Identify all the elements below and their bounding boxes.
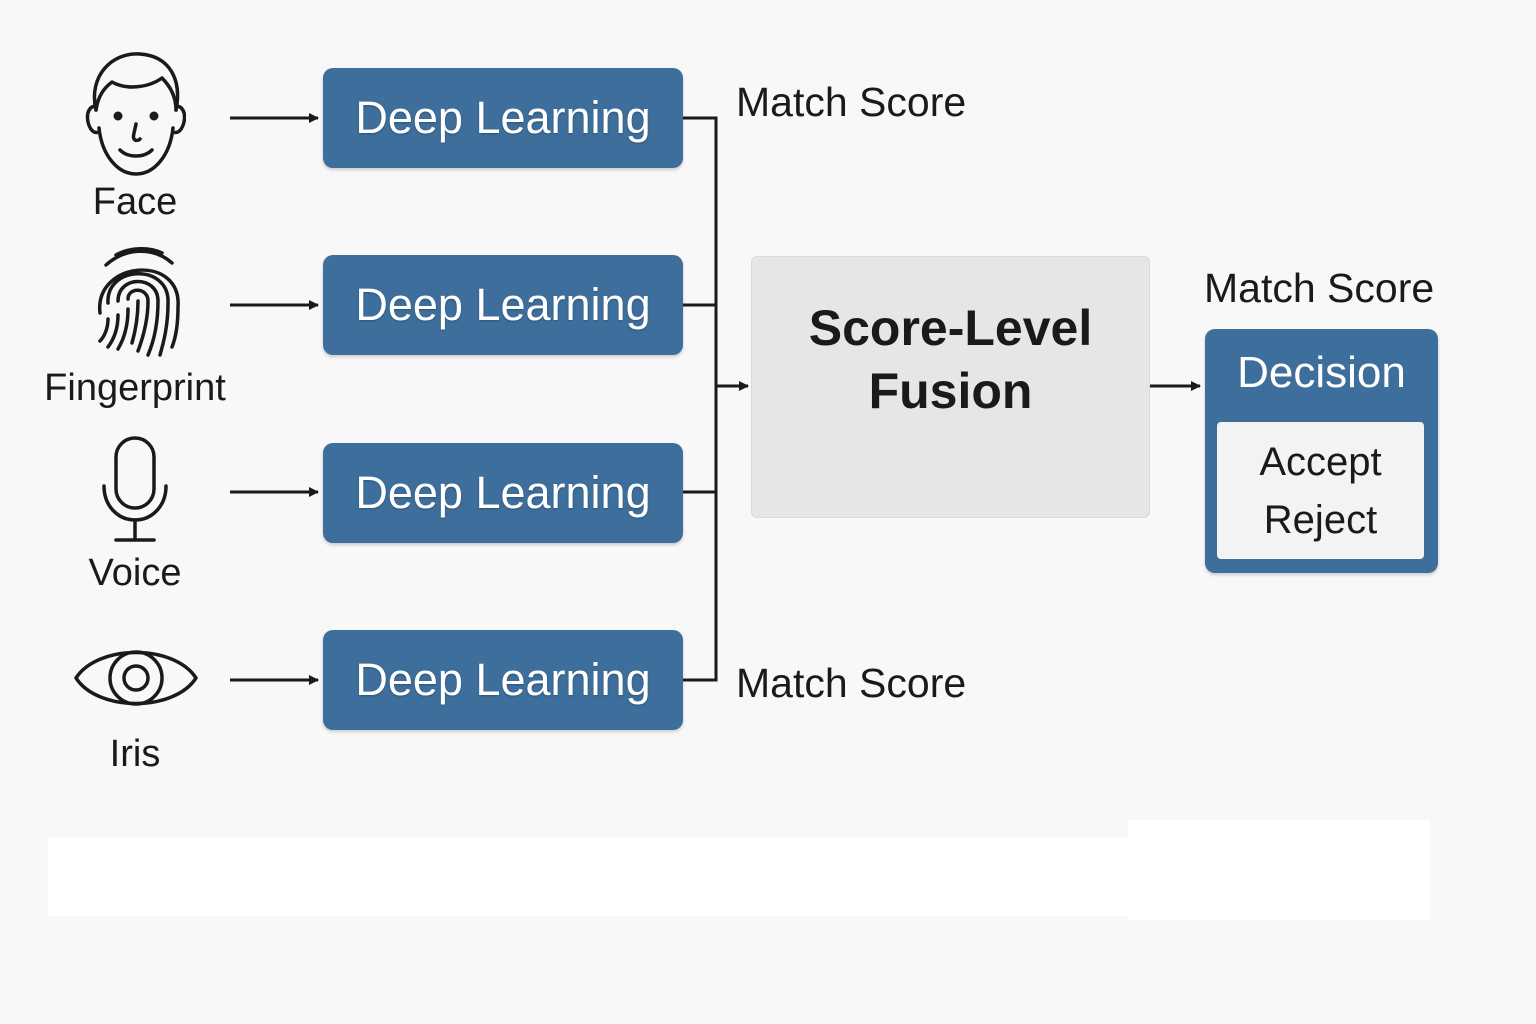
fingerprint-icon (98, 247, 180, 357)
modality-label-voice: Voice (88, 552, 182, 594)
fusion-title: Score-Level Fusion (752, 297, 1149, 423)
modality-label-fingerprint: Fingerprint (44, 367, 226, 409)
fusion-title-line1: Score-Level (808, 300, 1093, 356)
blank-caption-area-right (1128, 820, 1430, 920)
deep-learning-box-voice: Deep Learning (323, 443, 683, 543)
fusion-title-line2: Fusion (868, 363, 1033, 419)
deep-learning-box-face: Deep Learning (323, 68, 683, 168)
match-score-label-output: Match Score (1204, 265, 1435, 311)
match-score-label-top: Match Score (736, 79, 967, 125)
option-reject: Reject (1263, 498, 1378, 542)
microphone-icon (102, 436, 168, 542)
score-level-fusion-box: Score-Level Fusion (751, 256, 1150, 518)
match-score-label-bottom: Match Score (736, 660, 967, 706)
face-icon (85, 52, 186, 176)
decision-box: Decision Accept Reject (1205, 329, 1438, 573)
option-accept: Accept (1259, 440, 1382, 484)
eye-icon (74, 650, 198, 706)
blank-caption-area (48, 838, 1128, 916)
deep-learning-box-fingerprint: Deep Learning (323, 255, 683, 355)
decision-options-panel: Accept Reject (1217, 422, 1424, 559)
modality-label-iris: Iris (109, 733, 161, 775)
bracket-line (683, 116, 718, 682)
decision-title: Decision (1237, 348, 1406, 397)
modality-label-face: Face (92, 181, 178, 223)
deep-learning-box-iris: Deep Learning (323, 630, 683, 730)
